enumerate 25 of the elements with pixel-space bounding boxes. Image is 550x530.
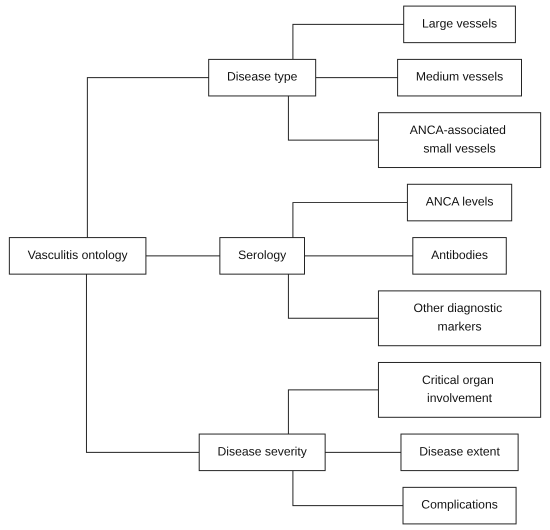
node-box: Medium vessels: [397, 58, 522, 96]
node-box: Disease extent: [400, 434, 519, 472]
connector: [324, 452, 402, 453]
node-box: Serology: [219, 237, 305, 275]
connector: [288, 274, 379, 319]
connector: [288, 389, 379, 435]
node-box: Critical organ involvement: [378, 362, 542, 418]
connector: [315, 77, 398, 78]
connector: [292, 470, 404, 506]
node-box: Vasculitis ontology: [8, 237, 146, 275]
node-box: Antibodies: [412, 237, 507, 275]
connector: [304, 255, 414, 256]
node-box: ANCA levels: [406, 184, 512, 222]
node-box: Other diagnostic markers: [378, 290, 542, 346]
connector: [86, 77, 210, 238]
node-box: ANCA-associated small vessels: [378, 112, 542, 168]
node-box: Large vessels: [403, 6, 516, 44]
connector: [145, 255, 220, 256]
connector: [292, 202, 408, 238]
node-box: Disease type: [208, 58, 316, 96]
connector: [86, 274, 200, 453]
node-box: Disease severity: [198, 434, 326, 472]
node-box: Complications: [402, 486, 517, 524]
connector: [292, 24, 404, 60]
connector: [288, 95, 379, 141]
